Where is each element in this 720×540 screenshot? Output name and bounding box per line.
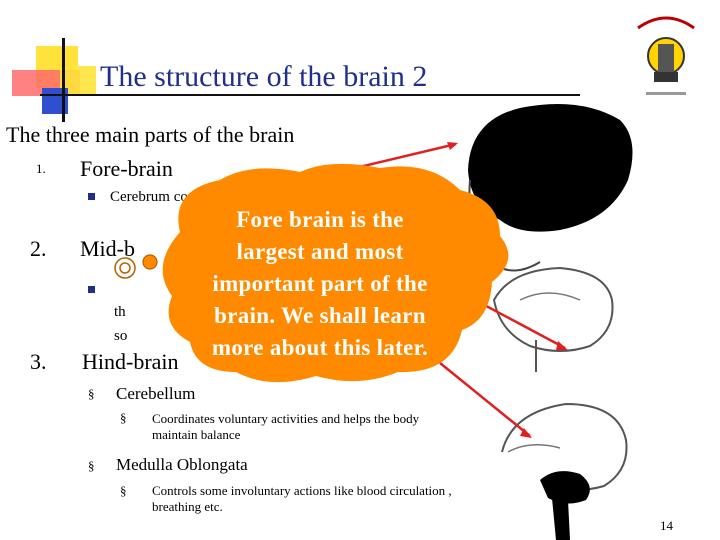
callout-line-1: Fore brain is the bbox=[236, 207, 404, 232]
medulla-description: Controls some involuntary actions like b… bbox=[152, 483, 452, 514]
midbrain-label: Mid-b bbox=[80, 236, 135, 261]
title-decoration-vertical-line bbox=[62, 38, 65, 122]
callout-line-4: brain. We shall learn bbox=[214, 303, 426, 328]
medulla-label: Medulla Oblongata bbox=[116, 455, 248, 474]
checkbox-bullet-icon: § bbox=[120, 483, 127, 498]
bullet-icon bbox=[88, 286, 95, 293]
callout-line-2: largest and most bbox=[236, 239, 404, 264]
callout-line-3: important part of the bbox=[212, 271, 428, 296]
bullet-icon bbox=[88, 193, 95, 200]
brain-diagram-midbrain bbox=[492, 266, 614, 372]
midbrain-sub-text: th so bbox=[114, 300, 127, 348]
cerebellum-description: Coordinates voluntary activities and hel… bbox=[152, 411, 420, 442]
brain-diagram-hindbrain bbox=[501, 402, 628, 540]
hindbrain-label: Hind-brain bbox=[82, 349, 179, 374]
checkbox-bullet-icon: § bbox=[120, 410, 127, 425]
checkbox-bullet-icon: § bbox=[88, 458, 95, 473]
midbrain-sub-line-1: th bbox=[114, 304, 126, 320]
callout-tail-circle bbox=[114, 257, 136, 279]
list-number-2: 2. bbox=[30, 236, 47, 261]
list-number-3: 3. bbox=[30, 349, 47, 374]
callout-tail-circle bbox=[142, 254, 158, 270]
midbrain-sub-line-2: so bbox=[114, 328, 128, 344]
institution-logo bbox=[637, 16, 695, 95]
callout-text: Fore brain is the largest and most impor… bbox=[170, 204, 470, 364]
callout-line-5: more about this later. bbox=[211, 335, 429, 360]
slide-title: The structure of the brain 2 bbox=[100, 60, 428, 93]
intro-text: The three main parts of the brain bbox=[6, 122, 295, 147]
forebrain-label: Fore-brain bbox=[80, 156, 173, 181]
page-number: 14 bbox=[660, 518, 673, 533]
list-number-1: 1. bbox=[36, 161, 46, 176]
checkbox-bullet-icon: § bbox=[88, 386, 95, 401]
callout-tail-circle bbox=[119, 262, 131, 274]
cerebellum-label: Cerebellum bbox=[116, 384, 196, 403]
callout-bubble bbox=[162, 163, 509, 383]
title-underline bbox=[40, 94, 580, 96]
